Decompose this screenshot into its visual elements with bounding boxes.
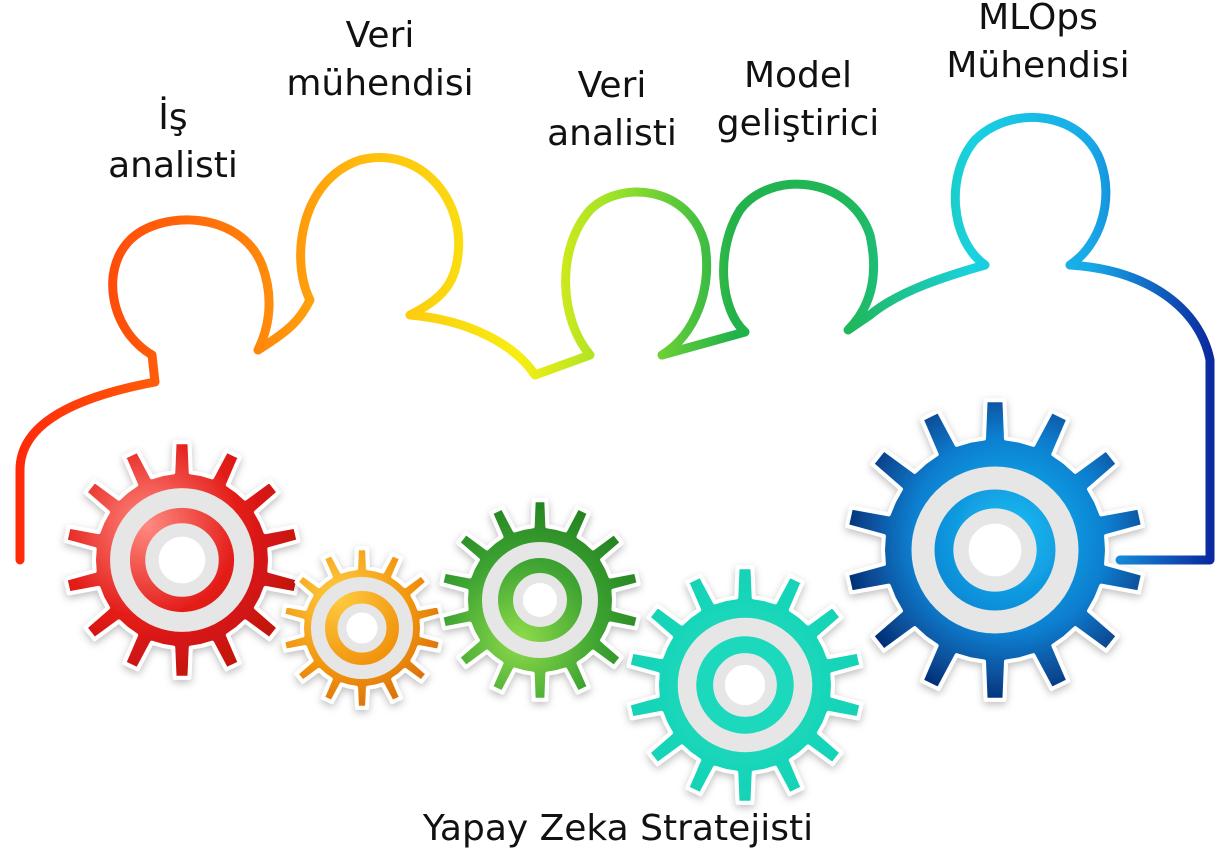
role-label-line: İş	[158, 97, 188, 138]
green-gear-icon	[439, 498, 641, 702]
role-label-line: Model	[743, 55, 853, 96]
role-label-line: Veri	[577, 65, 647, 106]
role-label-mlops-muhendisi: MLOps Mühendisi	[946, 0, 1129, 90]
role-label-line: Mühendisi	[946, 45, 1130, 86]
role-label-line: mühendisi	[286, 63, 474, 104]
orange-gear-icon	[281, 546, 443, 710]
role-label-line: geliştirici	[716, 103, 880, 144]
role-label-line: analisti	[547, 113, 677, 154]
red-gear-icon	[63, 440, 301, 680]
role-label-veri-analisti: Veri analisti	[547, 62, 677, 158]
blue-gear-icon	[845, 398, 1145, 702]
role-label-yapay-zeka-stratejisti: Yapay Zeka Stratejisti	[422, 808, 814, 849]
role-label-veri-muhendisi: Veri mühendisi	[286, 12, 473, 108]
teal-gear-icon	[626, 565, 864, 805]
role-label-model-gelistirici: Model geliştirici	[717, 52, 879, 148]
role-label-line: MLOps	[978, 0, 1098, 38]
role-label-line: Veri	[345, 15, 415, 56]
role-label-line: analisti	[108, 145, 238, 186]
people-outline	[15, 112, 1215, 565]
role-label-is-analisti: İş analisti	[108, 94, 238, 190]
